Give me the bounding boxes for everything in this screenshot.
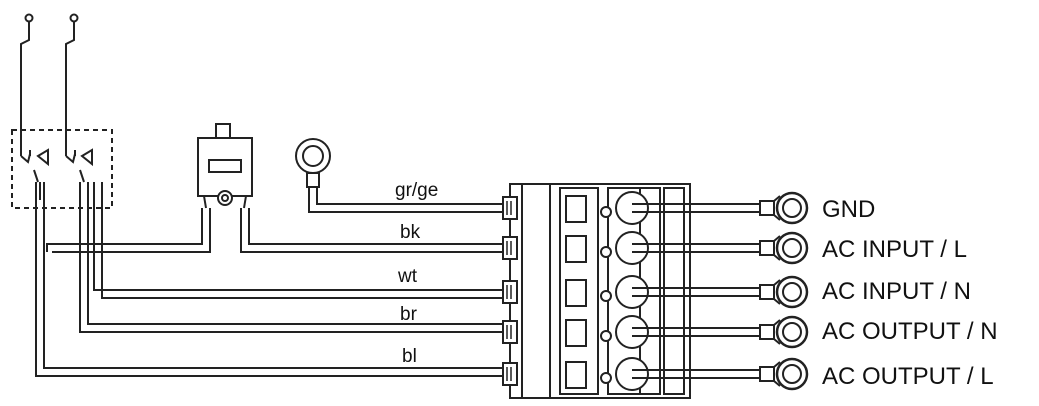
terminal-clamp <box>565 319 587 347</box>
ring-lug <box>758 357 809 391</box>
output-wire <box>632 369 760 379</box>
wire-label-ac-out-n: br <box>400 304 418 325</box>
wire-labels: gr/ge bk wt br bl <box>395 180 438 367</box>
terminal-label-ac-in-n: AC INPUT / N <box>822 278 971 305</box>
terminal-plug <box>502 362 518 386</box>
output-wire <box>632 287 760 297</box>
output-wire <box>632 203 760 213</box>
terminal-contact <box>615 315 649 349</box>
ring-lug <box>758 231 809 265</box>
ring-lug <box>758 191 809 225</box>
ground-ring-lug <box>295 138 331 188</box>
terminal-screw <box>600 330 612 342</box>
terminal-row-ac-in-l <box>502 231 809 265</box>
terminal-clamp <box>565 195 587 223</box>
wire-label-ac-out-l: bl <box>402 346 417 367</box>
terminal-contact <box>615 231 649 265</box>
terminal-label-gnd: GND <box>822 196 875 223</box>
wire-label-ac-in-n: wt <box>397 266 418 287</box>
wires <box>35 182 503 377</box>
terminal-contact <box>615 275 649 309</box>
ring-lug <box>758 275 809 309</box>
terminal-screw <box>600 246 612 258</box>
terminal-clamp <box>565 361 587 389</box>
double-pole-switch <box>11 129 113 209</box>
terminal-row-ac-out-n <box>502 315 809 349</box>
terminal-plug <box>502 280 518 304</box>
terminal-contact <box>615 357 649 391</box>
terminal-labels: GND AC INPUT / L AC INPUT / N AC OUTPUT … <box>822 196 998 390</box>
terminal-block <box>509 183 691 399</box>
terminal-row-ac-in-n <box>502 275 809 309</box>
terminal-screw <box>600 290 612 302</box>
terminal-screw <box>600 372 612 384</box>
terminal-clamp <box>565 235 587 263</box>
terminal-row-gnd <box>502 191 809 225</box>
output-wire <box>632 327 760 337</box>
circuit-breaker <box>197 123 253 209</box>
output-wire <box>632 243 760 253</box>
wire-label-ac-in-l: bk <box>400 222 421 243</box>
ring-lug <box>758 315 809 349</box>
terminal-contact <box>615 191 649 225</box>
terminal-plug <box>502 196 518 220</box>
wire-label-gnd: gr/ge <box>395 180 438 201</box>
terminal-plug <box>502 320 518 344</box>
terminal-row-ac-out-l <box>502 357 809 391</box>
terminal-screw <box>600 206 612 218</box>
switch-leads <box>20 13 79 150</box>
terminal-plug <box>502 236 518 260</box>
terminal-label-ac-out-l: AC OUTPUT / L <box>822 363 994 390</box>
terminal-rows <box>502 191 809 391</box>
terminal-label-ac-out-n: AC OUTPUT / N <box>822 318 998 345</box>
terminal-label-ac-in-l: AC INPUT / L <box>822 236 967 263</box>
terminal-clamp <box>565 279 587 307</box>
